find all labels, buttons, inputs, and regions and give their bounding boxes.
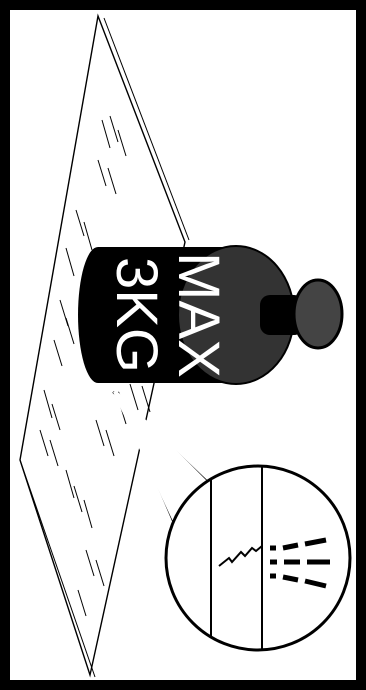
magnifier-circle	[166, 466, 350, 650]
weight-knob	[294, 280, 342, 348]
weight-label-capacity: 3KG	[104, 257, 169, 373]
weight-label-max: MAX	[166, 252, 231, 378]
